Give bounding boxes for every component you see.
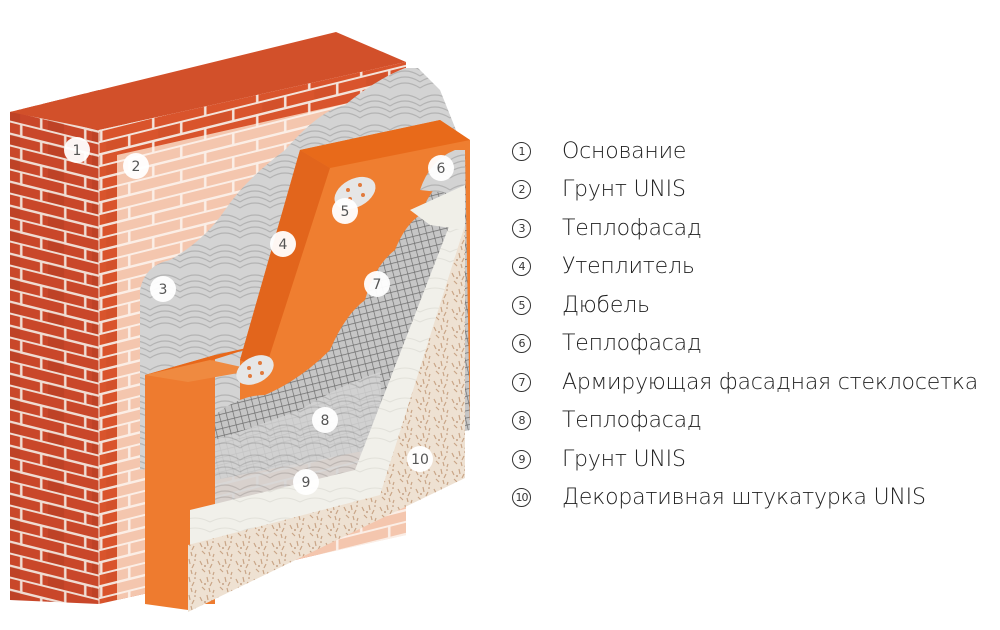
number-badge-icon: 10 bbox=[512, 488, 531, 508]
svg-text:6: 6 bbox=[437, 161, 446, 177]
number-badge-icon: 6 bbox=[512, 334, 531, 354]
marker-9: 9 bbox=[293, 469, 319, 495]
legend-label: Армирующая фасадная стеклосетка bbox=[562, 369, 979, 395]
legend-item: 10 Декоративная штукатурка UNIS bbox=[512, 479, 978, 518]
number-badge-icon: 4 bbox=[512, 257, 531, 277]
layer-decorative-plaster bbox=[188, 225, 465, 612]
legend-item: 7 Армирующая фасадная стеклосетка bbox=[512, 363, 978, 402]
legend-label: Теплофасад bbox=[562, 331, 702, 357]
legend-item: 6 Теплофасад bbox=[512, 325, 978, 364]
legend-label: Грунт UNIS bbox=[562, 177, 686, 203]
svg-text:10: 10 bbox=[411, 452, 429, 468]
marker-8: 8 bbox=[312, 407, 338, 433]
insulation-edge bbox=[145, 360, 255, 610]
svg-text:4: 4 bbox=[279, 237, 288, 253]
marker-5: 5 bbox=[332, 198, 358, 224]
legend-label: Основание bbox=[562, 138, 687, 164]
svg-text:7: 7 bbox=[373, 277, 382, 293]
number-badge-icon: 9 bbox=[512, 449, 531, 469]
legend-label: Грунт UNIS bbox=[562, 446, 686, 472]
svg-text:8: 8 bbox=[321, 413, 330, 429]
diagram-markers: 1 2 3 4 5 6 7 8 9 10 bbox=[64, 137, 454, 495]
marker-10: 10 bbox=[407, 446, 433, 472]
number-badge-icon: 8 bbox=[512, 411, 531, 431]
legend-item: 8 Теплофасад bbox=[512, 402, 978, 441]
legend-item: 1 Основание bbox=[512, 132, 978, 171]
marker-3: 3 bbox=[150, 276, 176, 302]
legend-item: 9 Грунт UNIS bbox=[512, 440, 978, 479]
legend-item: 5 Дюбель bbox=[512, 286, 978, 325]
marker-1: 1 bbox=[64, 137, 90, 163]
legend-item: 2 Грунт UNIS bbox=[512, 171, 978, 210]
number-badge-icon: 7 bbox=[512, 372, 531, 392]
svg-text:1: 1 bbox=[73, 143, 82, 159]
legend-label: Теплофасад bbox=[562, 408, 702, 434]
number-badge-icon: 1 bbox=[512, 141, 531, 161]
legend-item: 4 Утеплитель bbox=[512, 248, 978, 287]
svg-text:9: 9 bbox=[302, 475, 311, 491]
marker-6: 6 bbox=[428, 155, 454, 181]
number-badge-icon: 2 bbox=[512, 180, 531, 200]
marker-4: 4 bbox=[270, 231, 296, 257]
svg-text:2: 2 bbox=[132, 159, 141, 175]
legend-item: 3 Теплофасад bbox=[512, 209, 978, 248]
legend-label: Декоративная штукатурка UNIS bbox=[562, 485, 926, 511]
svg-text:3: 3 bbox=[159, 282, 168, 298]
legend-label: Дюбель bbox=[562, 292, 650, 318]
number-badge-icon: 3 bbox=[512, 218, 531, 238]
svg-text:5: 5 bbox=[341, 204, 350, 220]
marker-2: 2 bbox=[123, 153, 149, 179]
layer-primer-white bbox=[190, 185, 465, 550]
marker-7: 7 bbox=[364, 271, 390, 297]
legend-label: Утеплитель bbox=[562, 254, 695, 280]
number-badge-icon: 5 bbox=[512, 295, 531, 315]
legend-label: Теплофасад bbox=[562, 215, 702, 241]
